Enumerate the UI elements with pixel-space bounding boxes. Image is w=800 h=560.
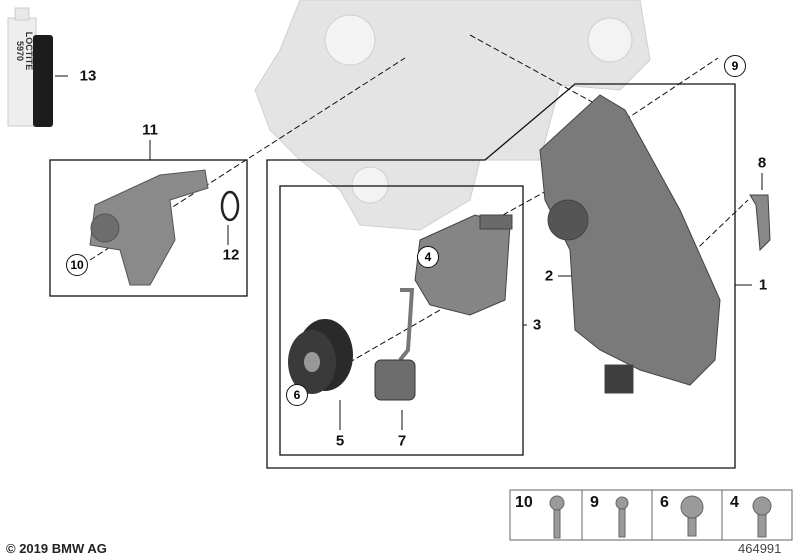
water-pump-image bbox=[414, 214, 513, 316]
bolt-label-10[interactable]: 10 bbox=[515, 494, 533, 511]
circled-callout-10[interactable]: 10 bbox=[66, 254, 88, 276]
callout-12[interactable]: 12 bbox=[222, 246, 240, 264]
assembly-frame-11 bbox=[49, 159, 248, 297]
actuator-image bbox=[374, 288, 416, 401]
sealant-cartridge-image bbox=[7, 7, 53, 127]
callout-1[interactable]: 1 bbox=[758, 276, 768, 294]
engine-block bbox=[254, 0, 651, 231]
bolts-table bbox=[509, 489, 793, 541]
callout-3[interactable]: 3 bbox=[532, 316, 542, 334]
circled-callout-6[interactable]: 6 bbox=[286, 384, 308, 406]
bolt-label-4[interactable]: 4 bbox=[730, 494, 739, 511]
callout-5[interactable]: 5 bbox=[335, 432, 345, 450]
assembly-frame-1 bbox=[266, 83, 736, 469]
callout-7[interactable]: 7 bbox=[397, 432, 407, 450]
sealant-logo: LOCTITE 5970 bbox=[14, 22, 34, 82]
callout-13[interactable]: 13 bbox=[79, 67, 97, 85]
thermostat-housing-image bbox=[89, 169, 240, 286]
clip-image bbox=[749, 194, 771, 252]
water-pump-housing-image bbox=[539, 94, 721, 394]
bolt-images bbox=[549, 495, 772, 539]
bolt-label-6[interactable]: 6 bbox=[660, 494, 669, 511]
assembly-frame-3 bbox=[279, 185, 524, 456]
callout-11[interactable]: 11 bbox=[142, 121, 158, 139]
callout-leaders bbox=[55, 75, 763, 430]
diagram-number: 464991 bbox=[738, 541, 782, 556]
callout-2[interactable]: 2 bbox=[544, 267, 554, 285]
bolt-label-9[interactable]: 9 bbox=[590, 494, 599, 511]
callout-8[interactable]: 8 bbox=[757, 154, 767, 172]
pulley-image bbox=[288, 319, 353, 394]
circled-callout-9[interactable]: 9 bbox=[724, 55, 746, 77]
circled-callout-4[interactable]: 4 bbox=[417, 246, 439, 268]
copyright: © 2019 BMW AG bbox=[6, 541, 107, 556]
logo-text: LOCTITE 5970 bbox=[15, 31, 34, 71]
